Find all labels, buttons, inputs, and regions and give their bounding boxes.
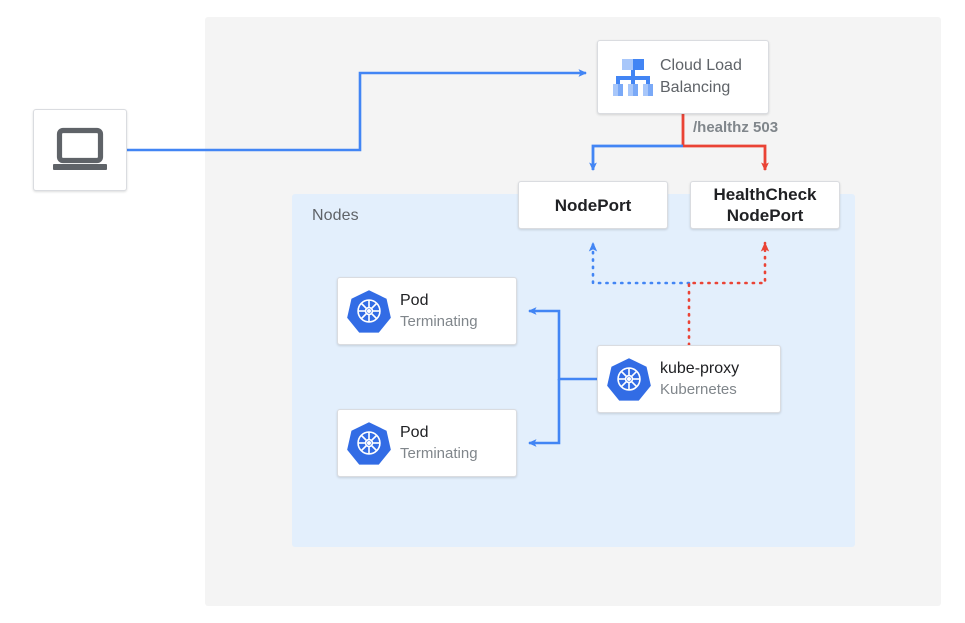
cloud-load-balancing-icon — [606, 50, 660, 104]
kube-proxy-subtitle: Kubernetes — [660, 381, 737, 398]
kubernetes-icon — [606, 356, 652, 402]
healthcheck-nodeport-label-line2: NodePort — [726, 206, 804, 225]
nodes-panel-label: Nodes — [312, 207, 359, 224]
kube-proxy-node[interactable]: kube-proxy Kubernetes — [597, 345, 781, 413]
pod-node-1[interactable]: Pod Terminating — [337, 277, 517, 345]
pod-node-2-status: Terminating — [400, 445, 478, 462]
laptop-icon — [52, 127, 108, 173]
kube-proxy-text: kube-proxy Kubernetes — [660, 358, 780, 400]
pod-node-2[interactable]: Pod Terminating — [337, 409, 517, 477]
kubernetes-icon — [346, 420, 392, 466]
cloud-load-balancing-node[interactable]: Cloud Load Balancing — [597, 40, 769, 114]
pod-node-1-status: Terminating — [400, 313, 478, 330]
nodeport-label: NodePort — [554, 195, 632, 215]
cloud-load-balancing-text: Cloud Load Balancing — [660, 55, 758, 99]
healthcheck-nodeport-label: HealthCheck NodePort — [714, 184, 817, 226]
cloud-load-balancing-title-line1: Cloud Load — [660, 57, 742, 74]
healthcheck-nodeport-node[interactable]: HealthCheck NodePort — [690, 181, 840, 229]
healthcheck-nodeport-label-line1: HealthCheck — [713, 185, 817, 204]
healthz-edge-label: /healthz 503 — [693, 119, 779, 136]
cloud-load-balancing-title-line2: Balancing — [660, 79, 731, 96]
pod-node-1-title: Pod — [400, 292, 429, 309]
pod-node-2-title: Pod — [400, 424, 429, 441]
nodeport-node[interactable]: NodePort — [518, 181, 668, 229]
kube-proxy-title: kube-proxy — [660, 360, 740, 377]
client-node[interactable] — [33, 109, 127, 191]
pod-node-2-text: Pod Terminating — [400, 422, 516, 464]
kubernetes-icon — [346, 288, 392, 334]
pod-node-1-text: Pod Terminating — [400, 290, 516, 332]
